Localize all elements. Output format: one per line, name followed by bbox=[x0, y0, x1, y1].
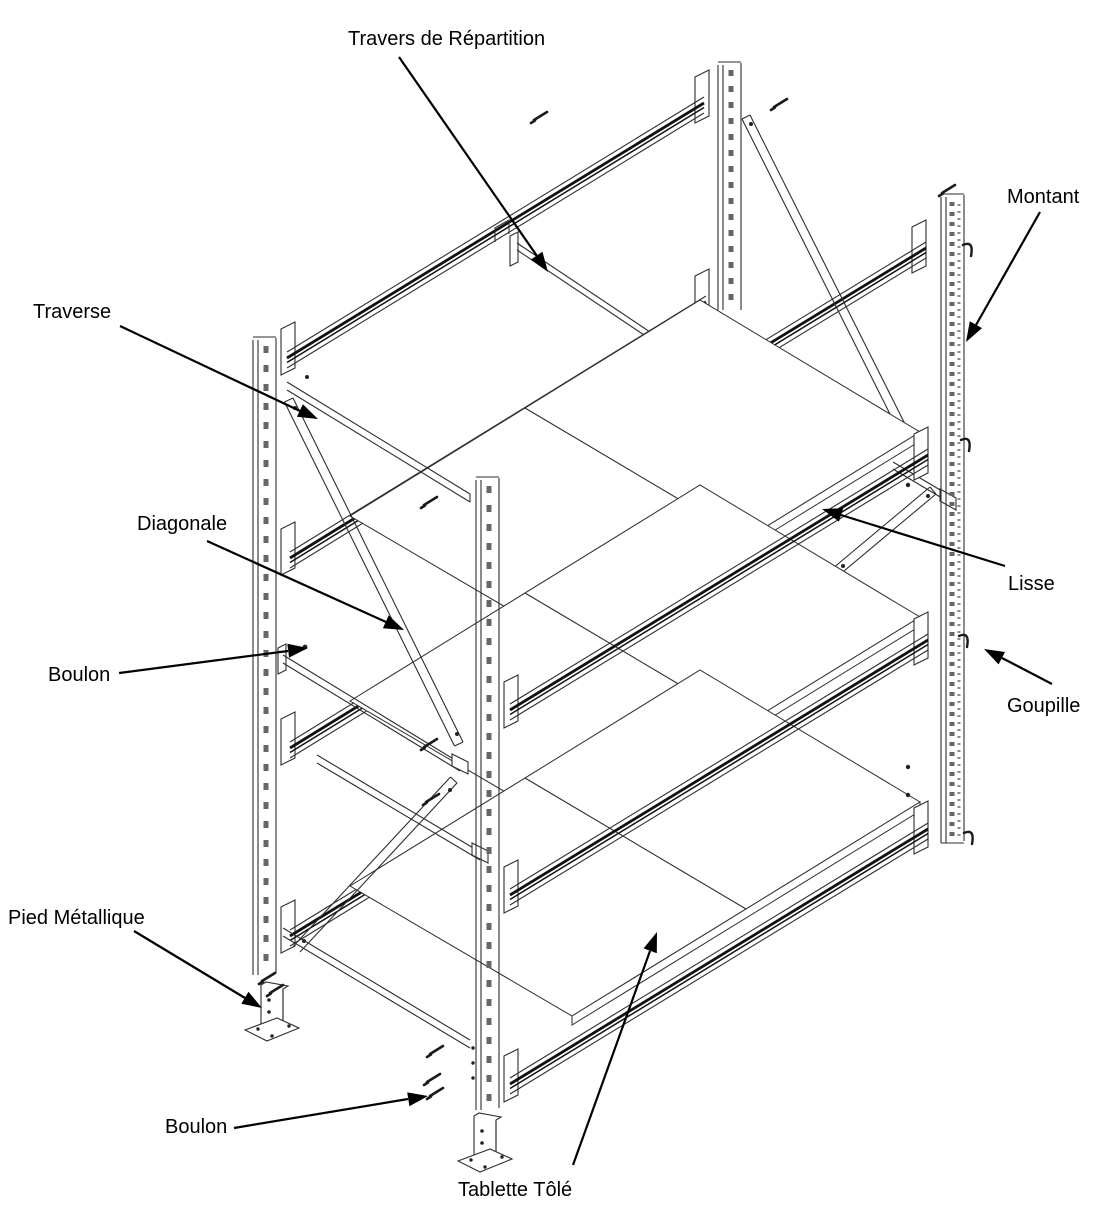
label-pied-metallique: Pied Métallique bbox=[8, 907, 145, 929]
arrow-boulon-lower bbox=[233, 1092, 428, 1130]
label-travers-de-repartition: Travers de Répartition bbox=[348, 28, 545, 50]
traverse-top bbox=[286, 381, 471, 503]
arrow-montant bbox=[966, 211, 1041, 342]
arrow-lisse bbox=[822, 508, 1006, 568]
beam-lisse-level3-front bbox=[503, 611, 929, 914]
arrow-traverse bbox=[119, 325, 318, 419]
beam-lisse-level4-front bbox=[503, 800, 929, 1103]
annotation-arrows bbox=[118, 56, 1053, 1166]
arrow-travers-de-repartition bbox=[398, 56, 548, 272]
label-tablette-tole: Tablette Tôlé bbox=[458, 1179, 572, 1201]
arrow-pied-metallique bbox=[133, 930, 262, 1008]
metal-foot-center bbox=[456, 1112, 514, 1173]
label-goupille: Goupille bbox=[1007, 695, 1080, 717]
label-lisse: Lisse bbox=[1008, 573, 1055, 595]
label-montant: Montant bbox=[1007, 186, 1080, 208]
arrow-diagonale bbox=[206, 539, 404, 630]
traverse-bottom bbox=[282, 927, 471, 1049]
arrow-boulon-upper bbox=[118, 643, 308, 675]
beam-lisse-top-back bbox=[280, 69, 710, 376]
upright-post-back-left bbox=[252, 336, 277, 975]
traverse-exploded-mid2 bbox=[316, 754, 489, 864]
traverse-exploded-mid bbox=[277, 643, 469, 775]
diagonal-brace-right-lower bbox=[831, 486, 937, 577]
label-traverse: Traverse bbox=[33, 301, 111, 323]
upright-post-front-left bbox=[475, 476, 500, 1110]
label-boulon-upper: Boulon bbox=[48, 664, 110, 686]
goupille-pins bbox=[957, 242, 974, 846]
arrow-tablette-tole bbox=[571, 932, 657, 1166]
bolt-screws bbox=[257, 97, 957, 1101]
upright-post-front-right bbox=[940, 193, 965, 844]
annotation-labels: Travers de Répartition Montant Traverse … bbox=[8, 28, 1080, 1201]
travers-clip bbox=[494, 219, 510, 242]
label-diagonale: Diagonale bbox=[137, 513, 227, 535]
arrow-goupille bbox=[984, 649, 1053, 685]
label-boulon-lower: Boulon bbox=[165, 1116, 227, 1138]
beam-lisse-level2-front bbox=[503, 426, 929, 729]
upright-post-back-right bbox=[717, 61, 742, 310]
